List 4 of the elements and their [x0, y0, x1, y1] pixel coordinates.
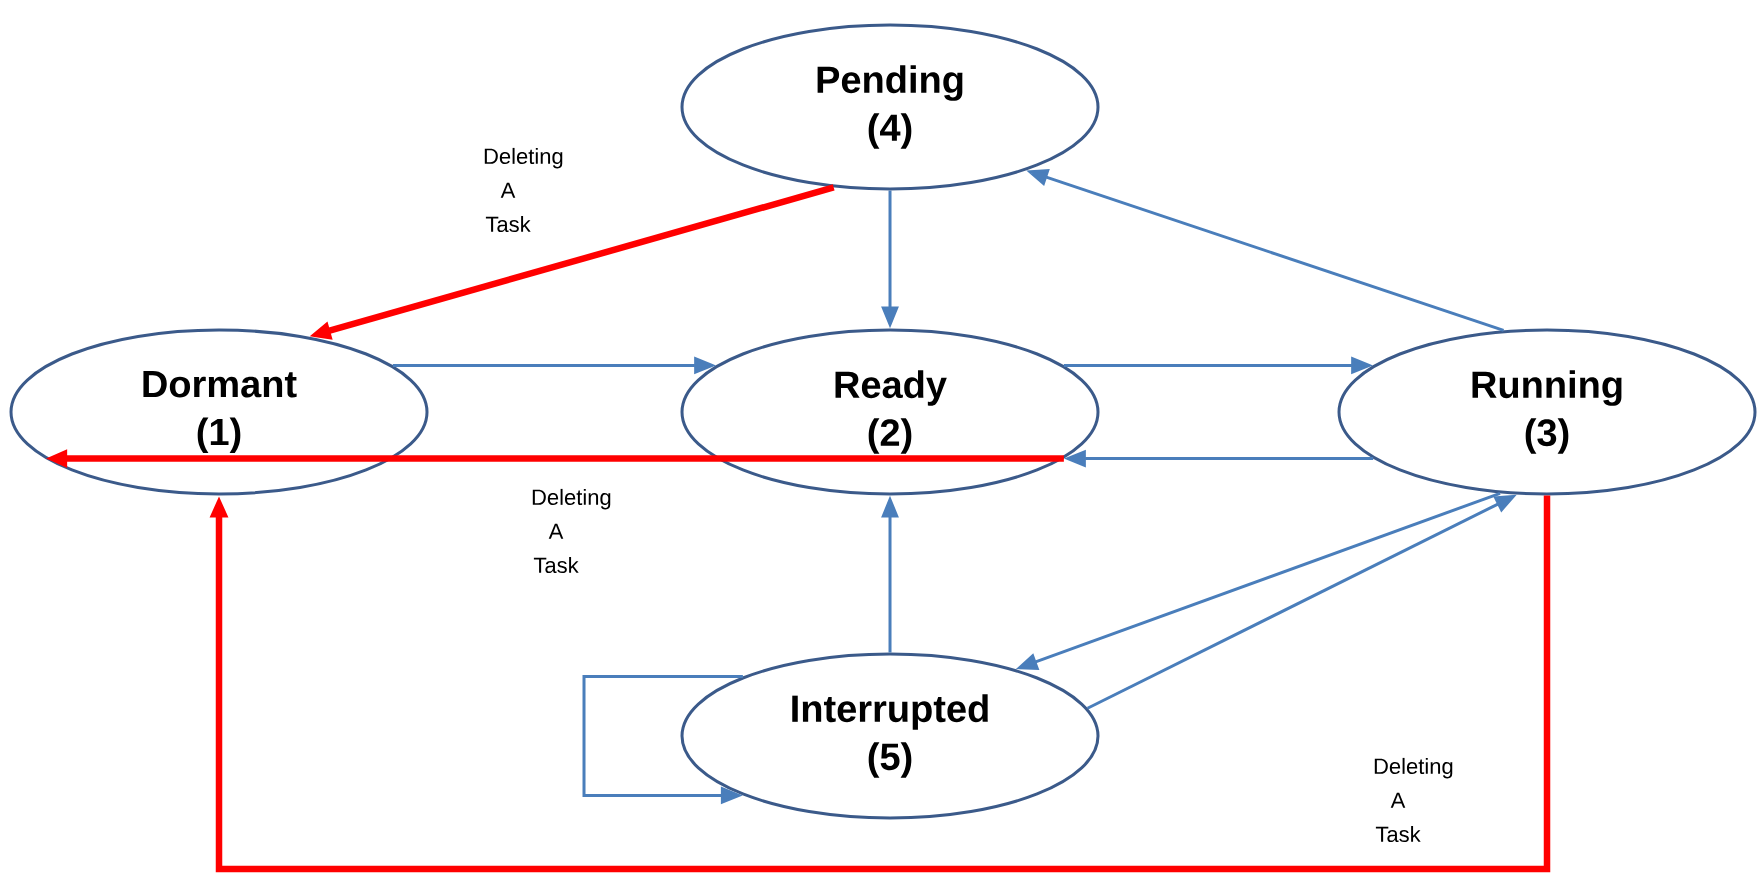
- edge-label: Deleting A Task: [1371, 755, 1453, 845]
- arrow: [209, 495, 1551, 873]
- edge-label: Deleting A Task: [529, 486, 611, 576]
- edge-label: Deleting A Task: [481, 145, 563, 235]
